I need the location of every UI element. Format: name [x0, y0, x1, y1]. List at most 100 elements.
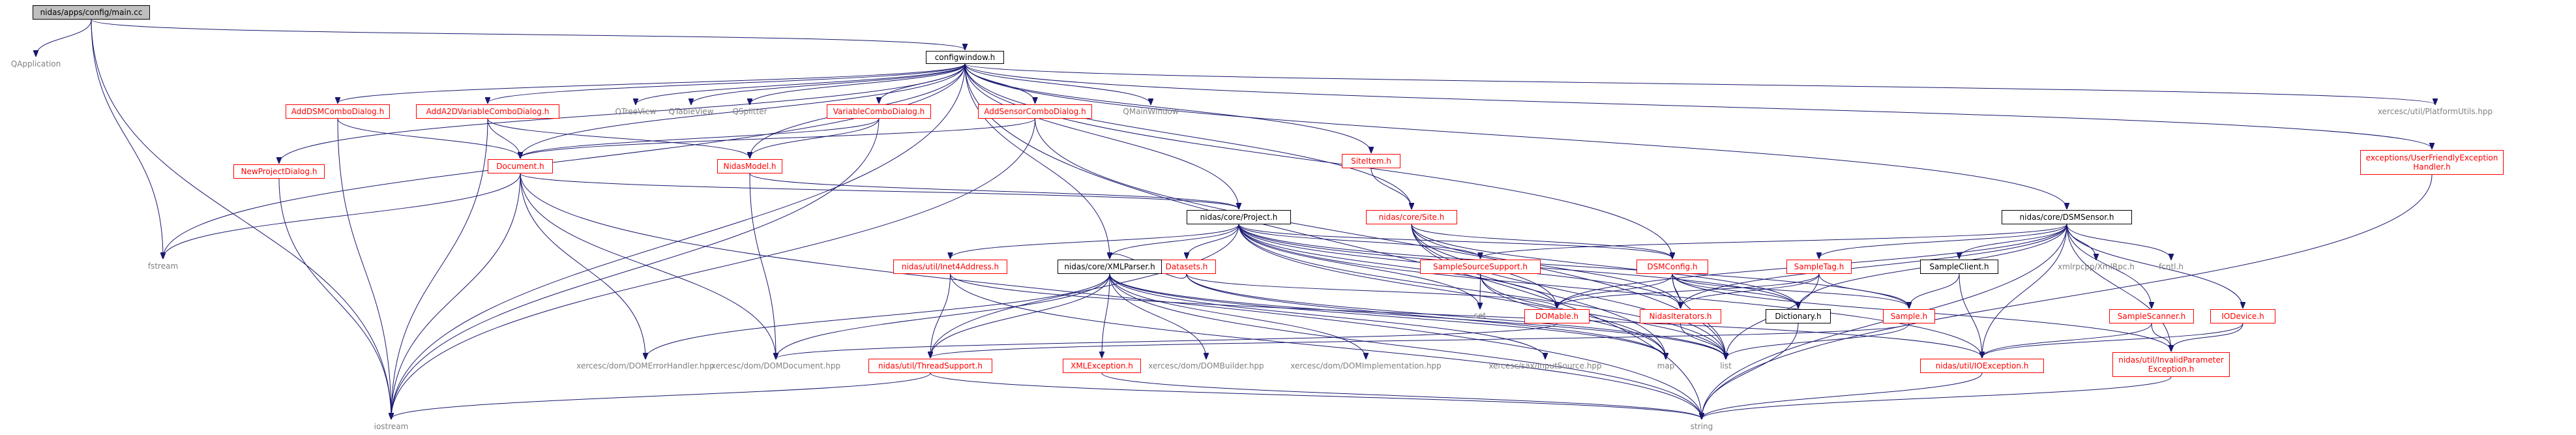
- node-sample-scanner[interactable]: SampleScanner.h: [2109, 309, 2194, 323]
- node-fstream[interactable]: fstream: [147, 262, 179, 271]
- node-xml-exception[interactable]: XMLException.h: [1063, 359, 1141, 373]
- dependency-edge-document-domdocument: [520, 173, 776, 359]
- node-thread-support[interactable]: nidas/util/ThreadSupport.h: [868, 359, 992, 373]
- node-sample-client[interactable]: SampleClient.h: [1920, 260, 1998, 274]
- dependency-edge-site-nidasiterators: [1411, 224, 1681, 308]
- dependency-edge-project-dsmconfig: [1238, 224, 1672, 258]
- node-qtreeview[interactable]: QTreeView: [615, 107, 657, 116]
- node-dsm-config[interactable]: DSMConfig.h: [1636, 260, 1708, 274]
- node-domable[interactable]: DOMable.h: [1524, 309, 1590, 323]
- dependency-edge-iodevice-invalidparam: [2171, 323, 2243, 351]
- dependency-edge-dictionary-string: [1702, 323, 1799, 419]
- node-list[interactable]: list: [1720, 361, 1732, 370]
- node-set[interactable]: set: [1473, 311, 1487, 320]
- dependency-edge-dsmsensor-samplescanner: [2066, 224, 2152, 308]
- dependency-edge-xmlparser-domimpl: [1109, 273, 1366, 359]
- node-io-device[interactable]: IODevice.h: [2210, 309, 2275, 323]
- dependency-edge-configwindow-project: [964, 63, 1239, 209]
- node-configwindow[interactable]: configwindow.h: [926, 51, 1004, 64]
- dependency-edge-threadsupport-iostream: [391, 372, 931, 419]
- dependency-edge-configwindow-fstream: [163, 63, 966, 258]
- node-sample-tag[interactable]: SampleTag.h: [1786, 260, 1852, 274]
- node-dom-error-handler[interactable]: xercesc/dom/DOMErrorHandler.hpp: [576, 361, 715, 370]
- dependency-edge-dsmsensor-fcntl: [2066, 224, 2171, 260]
- dependency-edge-adda2d-nidasmodel: [487, 118, 750, 158]
- node-nidas-model[interactable]: NidasModel.h: [717, 159, 782, 173]
- node-project[interactable]: nidas/core/Project.h: [1187, 210, 1291, 224]
- dependency-edge-configwindow-site: [964, 63, 1412, 209]
- dependency-edge-document-string: [520, 173, 1702, 419]
- dependency-edge-datasets-domable: [1186, 273, 1557, 308]
- dependency-edge-configwindow-qtreeview: [636, 63, 966, 104]
- dependency-edge-adda2d-iostream: [391, 118, 488, 419]
- dependency-edge-userfriendly-string: [1702, 174, 2433, 419]
- dependency-edge-adddsm-iostream: [337, 118, 391, 419]
- node-datasets[interactable]: Datasets.h: [1157, 260, 1216, 274]
- node-site-item[interactable]: SiteItem.h: [1342, 154, 1400, 168]
- dependency-edge-sampletag-domable: [1557, 273, 1820, 308]
- node-inet4-address[interactable]: nidas/util/Inet4Address.h: [893, 260, 1007, 274]
- dependency-edge-xmlparser-list: [1109, 273, 1726, 359]
- node-site[interactable]: nidas/core/Site.h: [1366, 210, 1457, 224]
- node-qapplication[interactable]: QApplication: [10, 59, 61, 68]
- dependency-edge-dsmsensor-iodevice: [2066, 224, 2243, 308]
- node-add-sensor-combo-dialog[interactable]: AddSensorComboDialog.h: [978, 104, 1092, 119]
- dependency-edge-sampleclient-sample: [1909, 273, 1960, 308]
- dependency-edge-sample-list: [1726, 323, 1910, 359]
- dependency-edge-ioexception-string: [1702, 372, 1983, 419]
- dependency-edge-varcombo-iostream: [391, 118, 880, 419]
- dependency-edge-sampletag-nidasiterators: [1681, 273, 1820, 308]
- dependency-edge-project-datasets: [1187, 224, 1239, 258]
- node-sample-source-support[interactable]: SampleSourceSupport.h: [1420, 260, 1541, 274]
- dependency-edge-inet4-ioexception: [950, 273, 1983, 357]
- node-document[interactable]: Document.h: [488, 159, 553, 173]
- node-user-friendly-exception-handler[interactable]: exceptions/UserFriendlyException Handler…: [2360, 150, 2504, 175]
- dependency-edge-nidasmodel-project: [749, 173, 1239, 209]
- node-map[interactable]: map: [1657, 361, 1675, 370]
- dependency-edge-domable-domdocument: [776, 323, 1558, 359]
- dependency-edge-iodevice-ioexception: [1982, 323, 2243, 357]
- node-iostream[interactable]: iostream: [374, 422, 409, 431]
- node-nidas-iterators[interactable]: NidasIterators.h: [1640, 309, 1721, 323]
- dependency-edge-sample-threadsupport: [930, 323, 1910, 357]
- node-add-dsm-combo-dialog[interactable]: AddDSMComboDialog.h: [286, 104, 390, 119]
- dependency-edge-project-threadsupport: [930, 224, 1239, 357]
- node-dom-document[interactable]: xercesc/dom/DOMDocument.hpp: [711, 361, 841, 370]
- node-dsm-sensor[interactable]: nidas/core/DSMSensor.h: [2002, 210, 2132, 224]
- dependency-edge-configwindow-dsmsensor: [964, 63, 2067, 209]
- node-dictionary[interactable]: Dictionary.h: [1766, 309, 1831, 323]
- node-input-source[interactable]: xercesc/sax/InputSource.hpp: [1488, 361, 1602, 370]
- node-add-a2d-variable-combo-dialog[interactable]: AddA2DVariableComboDialog.h: [416, 104, 559, 119]
- node-variable-combo-dialog[interactable]: VariableComboDialog.h: [827, 104, 931, 119]
- dependency-edge-adddsm-document: [337, 118, 520, 158]
- dependency-edge-configwindow-xmlparser: [964, 63, 1110, 258]
- node-fcntl[interactable]: fcntl.h: [2159, 262, 2184, 271]
- dependency-edge-xmlexception-string: [1101, 372, 1702, 419]
- node-invalid-parameter-exception[interactable]: nidas/util/InvalidParameter Exception.h: [2112, 352, 2230, 377]
- dependency-edge-xmlparser-domerror: [645, 273, 1110, 359]
- dependency-edge-varcombo-nidasmodel: [750, 118, 880, 158]
- node-platform-utils[interactable]: xercesc/util/PlatformUtils.hpp: [2377, 107, 2493, 116]
- node-qsplitter[interactable]: QSplitter: [732, 107, 767, 116]
- dependency-edge-addsensor-document: [520, 118, 1035, 158]
- node-qtableview[interactable]: QTableView: [668, 107, 714, 116]
- dependency-edge-dsmsensor-samplesource: [1481, 224, 2067, 258]
- dependency-edge-dsmsensor-ioexception: [1982, 224, 2067, 357]
- node-dom-builder[interactable]: xercesc/dom/DOMBuilder.hpp: [1148, 361, 1264, 370]
- node-string[interactable]: string: [1690, 422, 1713, 431]
- node-new-project-dialog[interactable]: NewProjectDialog.h: [233, 164, 325, 179]
- node-qmainwindow[interactable]: QMainWindow: [1123, 107, 1179, 116]
- dependency-edge-configwindow-qsplitter: [750, 63, 966, 104]
- node-main-cc[interactable]: nidas/apps/config/main.cc: [33, 5, 150, 20]
- node-dom-implementation[interactable]: xercesc/dom/DOMImplementation.hpp: [1290, 361, 1442, 370]
- dependency-edge-varcombo-document: [520, 118, 880, 158]
- node-io-exception[interactable]: nidas/util/IOException.h: [1920, 359, 2044, 373]
- dependency-edge-xmlparser-dombuilder: [1109, 273, 1206, 359]
- dependency-edge-configwindow-dsmconfig: [964, 63, 1672, 258]
- dependency-edge-dsmsensor-nidasiterators: [1681, 224, 2067, 308]
- node-sample[interactable]: Sample.h: [1883, 309, 1935, 323]
- dependency-edge-configwindow-document: [520, 63, 966, 158]
- node-xml-parser[interactable]: nidas/core/XMLParser.h: [1058, 260, 1162, 274]
- dependency-edge-xmlparser-xmlexception: [1102, 273, 1110, 357]
- node-xmlrpc[interactable]: xmlrpcpp/XmlRpc.h: [2058, 262, 2135, 271]
